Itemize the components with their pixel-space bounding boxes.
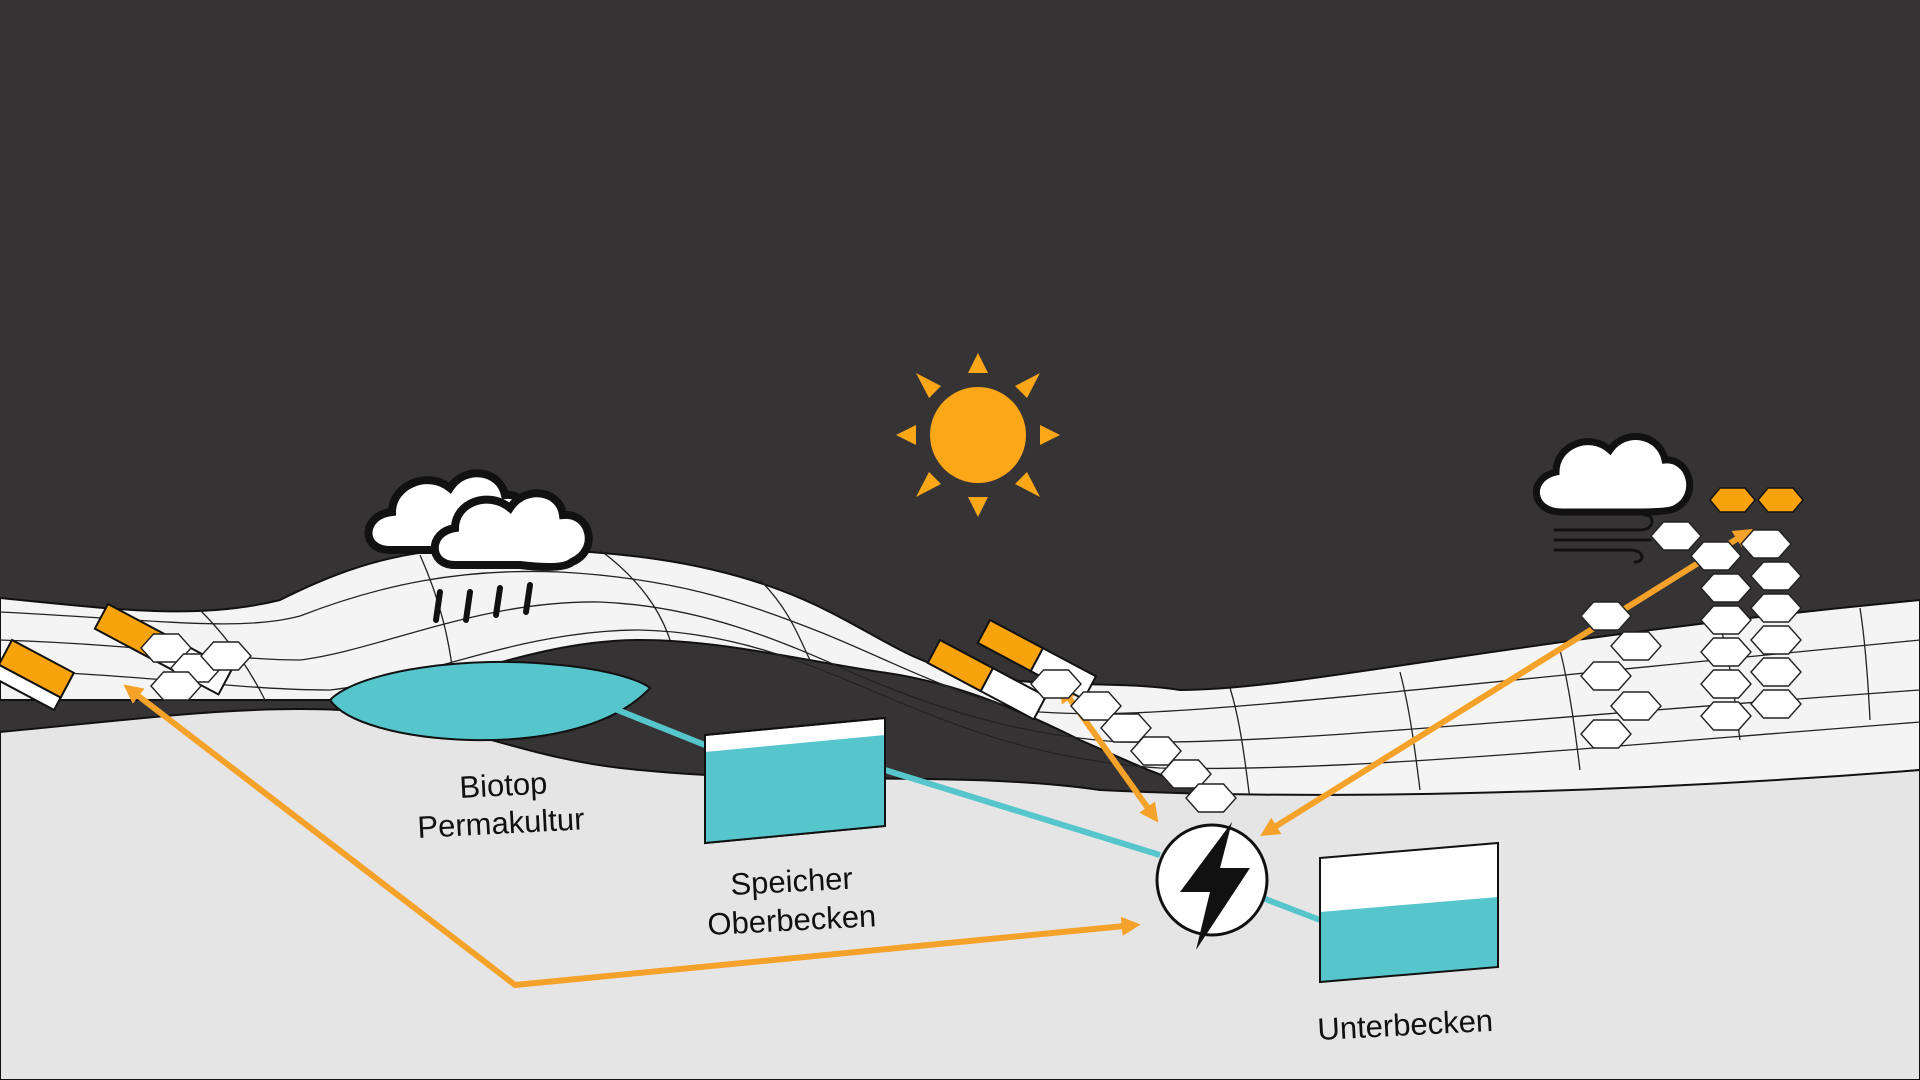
biotop-label-line2: Permakultur — [417, 801, 586, 845]
unterbecken-tank — [1319, 841, 1499, 984]
power-plant — [1155, 822, 1269, 950]
arrow-modules-left-loop — [123, 684, 1141, 988]
arrow-modules-right — [1260, 528, 1753, 837]
module-cluster-right — [1580, 487, 1804, 749]
hexagon-module-icon — [1709, 487, 1756, 513]
speicher-oberbecken-tank — [704, 716, 886, 845]
rain-cloud-icon — [364, 469, 593, 623]
module-cluster-left — [0, 602, 252, 712]
sun-icon — [896, 353, 1060, 517]
module-cluster-center — [926, 618, 1237, 813]
wind-cloud-icon — [1533, 433, 1694, 564]
lightning-bolt-icon — [1180, 822, 1250, 950]
biotop-label-line1: Biotop — [459, 765, 549, 805]
hexagon-module-icon — [1757, 487, 1804, 513]
speicher-label-line1: Speicher — [730, 861, 854, 902]
